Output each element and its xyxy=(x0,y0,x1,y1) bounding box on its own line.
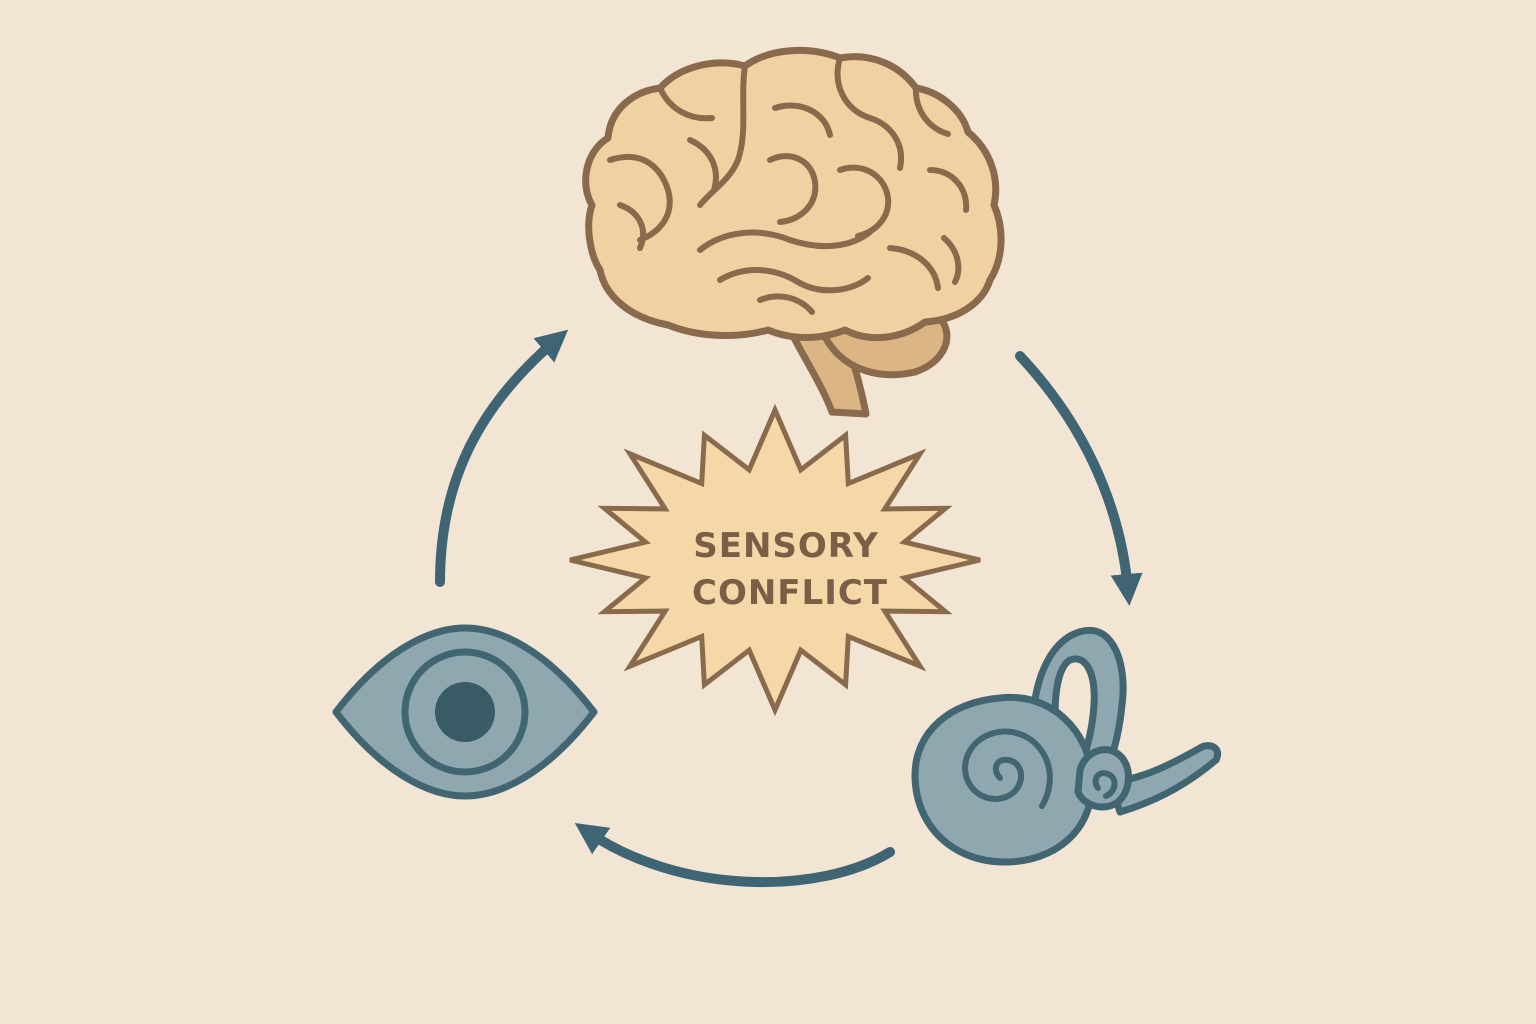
brain-folds xyxy=(607,55,970,315)
brain-icon xyxy=(582,47,1005,418)
arrow-brain-to-ear xyxy=(1015,351,1143,606)
cochlea-spiral xyxy=(962,728,1053,809)
sensory-conflict-burst: SENSORY CONFLICT xyxy=(569,403,981,717)
cerebrum-shape xyxy=(582,47,1005,342)
eye-pupil xyxy=(435,682,495,742)
arrow-eye-to-brain xyxy=(435,329,569,587)
starburst-shape xyxy=(569,403,981,717)
burst-label-line2: CONFLICT xyxy=(692,573,888,613)
eye-icon xyxy=(332,624,598,800)
cochlea xyxy=(911,693,1096,866)
vestibule-swirl xyxy=(1092,770,1118,799)
inner-ear-icon xyxy=(911,626,1221,866)
burst-label-line1: SENSORY xyxy=(693,526,879,566)
arrow-ear-to-eye xyxy=(574,822,895,888)
auditory-nerve xyxy=(1106,742,1221,816)
vestibule xyxy=(1074,746,1132,811)
